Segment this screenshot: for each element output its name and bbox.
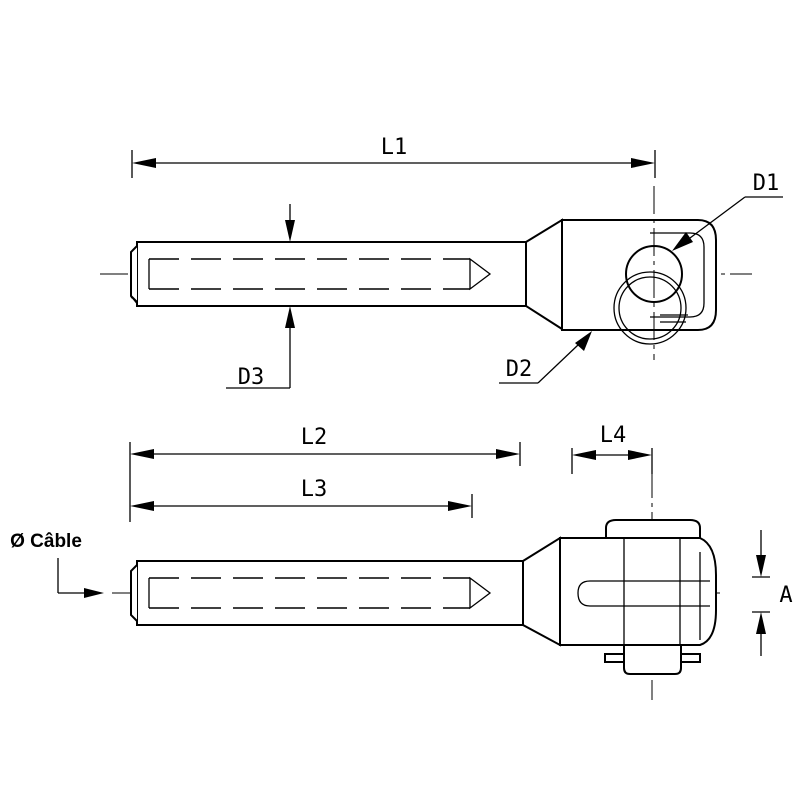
top-shank	[130, 241, 527, 307]
dim-d3: D3	[226, 204, 295, 390]
top-head	[525, 186, 717, 360]
label-l2: L2	[301, 425, 328, 450]
bottom-view: L2 L3 L4 A	[10, 423, 793, 700]
dim-l3: L3	[130, 477, 473, 518]
dim-d1: D1	[672, 171, 783, 251]
top-view: L1 D3 D1 D2	[100, 135, 783, 390]
bottom-taper	[522, 536, 561, 647]
label-l1: L1	[381, 135, 408, 160]
clevis-body	[559, 537, 717, 646]
dim-a: A	[752, 530, 793, 656]
split-pin-right	[680, 653, 701, 663]
pin-bottom	[623, 644, 682, 675]
dim-l1: L1	[131, 135, 656, 178]
dim-cable: Ø Câble	[10, 531, 104, 598]
label-a: A	[779, 583, 792, 608]
top-taper	[525, 218, 563, 331]
label-l3: L3	[301, 477, 328, 502]
split-ring	[613, 271, 687, 345]
split-pin-left	[604, 653, 625, 663]
label-d2: D2	[506, 357, 533, 382]
label-cable: Ø Câble	[10, 531, 82, 552]
dim-d2: D2	[499, 331, 592, 384]
label-d3: D3	[238, 365, 265, 390]
label-l4: L4	[600, 423, 627, 448]
label-d1: D1	[753, 171, 780, 196]
dim-l4: L4	[571, 423, 653, 474]
dim-l2: L2	[129, 425, 521, 522]
bottom-head	[522, 519, 717, 675]
bottom-shank-body	[136, 560, 524, 626]
bottom-shank	[130, 560, 524, 626]
top-shank-body	[136, 241, 527, 307]
pin-head	[605, 519, 701, 539]
